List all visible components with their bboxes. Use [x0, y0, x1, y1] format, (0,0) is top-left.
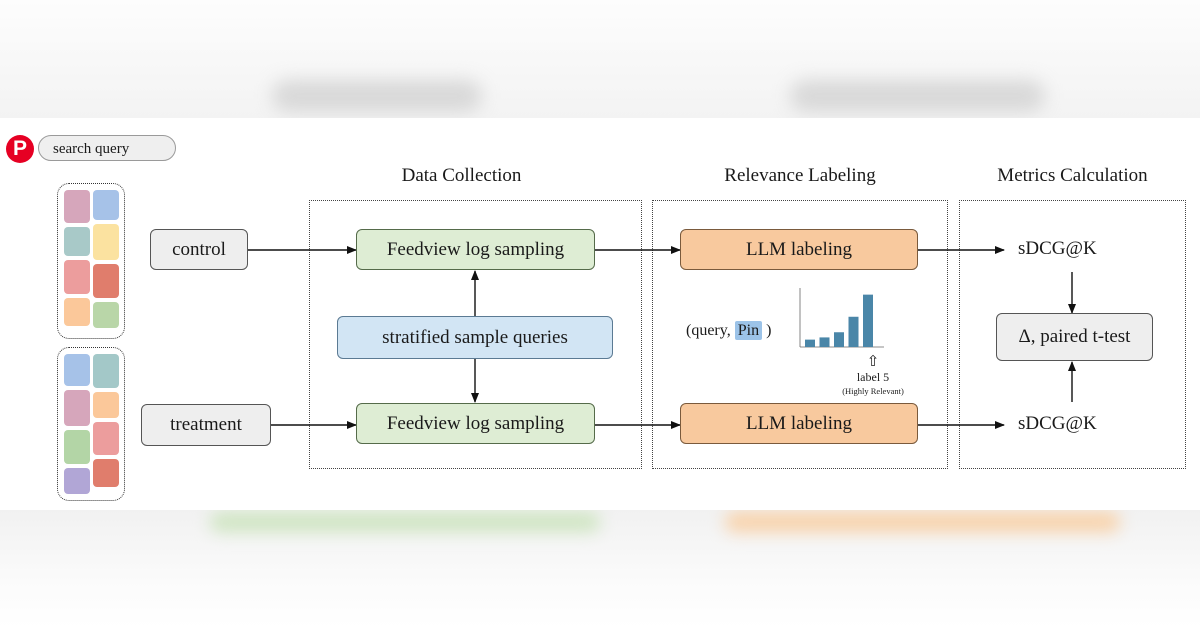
data-collection-title: Data Collection [401, 165, 522, 186]
result-thumbnail [93, 190, 119, 220]
mini-chart-bar [834, 332, 844, 347]
data-collection-frame [309, 200, 642, 469]
result-thumbnail [64, 354, 90, 386]
metrics-calculation-frame [959, 200, 1186, 469]
result-thumbnail [64, 260, 90, 294]
sdcg-bottom: sDCG@K [1018, 413, 1097, 434]
pair-prefix: (query, [686, 322, 735, 339]
feedview-log-sampling-top: Feedview log sampling [356, 229, 595, 270]
result-thumbnail [64, 190, 90, 223]
treatment-node: treatment [141, 404, 271, 446]
mini-chart-bar [848, 316, 859, 347]
result-thumbnail [93, 459, 119, 487]
paired-t-test-node: Δ, paired t-test [996, 313, 1153, 361]
blurred-ghost-label [272, 80, 482, 112]
pinterest-logo-icon: P [6, 135, 34, 163]
result-thumbnail [64, 468, 90, 494]
relevance-labeling-title: Relevance Labeling [724, 165, 876, 186]
up-arrow-icon: ⇧ [866, 352, 880, 370]
llm-labeling-top: LLM labeling [680, 229, 918, 270]
result-thumbnail [64, 430, 90, 464]
pin-highlight: Pin [734, 321, 763, 340]
control-results-grid [57, 183, 125, 339]
mini-chart-bar [805, 339, 815, 347]
result-thumbnail [64, 390, 90, 426]
control-node: control [150, 229, 248, 270]
result-thumbnail [64, 227, 90, 256]
result-thumbnail [93, 392, 119, 418]
llm-labeling-bottom: LLM labeling [680, 403, 918, 444]
mini-chart-bar [863, 294, 873, 347]
query-pin-pair: (query, Pin ) [686, 321, 772, 340]
feedview-log-sampling-bottom: Feedview log sampling [356, 403, 595, 444]
label-5-text: label 5 [856, 370, 890, 384]
blurred-ghost-label [790, 80, 1045, 112]
result-thumbnail [93, 354, 119, 388]
mini-chart-bar [819, 337, 830, 347]
result-thumbnail [93, 302, 119, 328]
relevance-labeling-frame [652, 200, 948, 469]
blurred-ghost-bar [210, 512, 600, 532]
treatment-results-grid [57, 347, 125, 501]
pair-suffix: ) [762, 322, 772, 339]
result-thumbnail [64, 298, 90, 326]
result-thumbnail [93, 224, 119, 260]
highly-relevant-text: (Highly Relevant) [842, 386, 904, 396]
relevance-mini-chart [799, 288, 884, 348]
blurred-ghost-bar [725, 512, 1120, 532]
sdcg-top: sDCG@K [1018, 238, 1097, 259]
stratified-sample-queries: stratified sample queries [337, 316, 613, 359]
search-query-pill: search query [38, 135, 176, 161]
result-thumbnail [93, 264, 119, 298]
metrics-calculation-title: Metrics Calculation [997, 165, 1148, 186]
result-thumbnail [93, 422, 119, 455]
